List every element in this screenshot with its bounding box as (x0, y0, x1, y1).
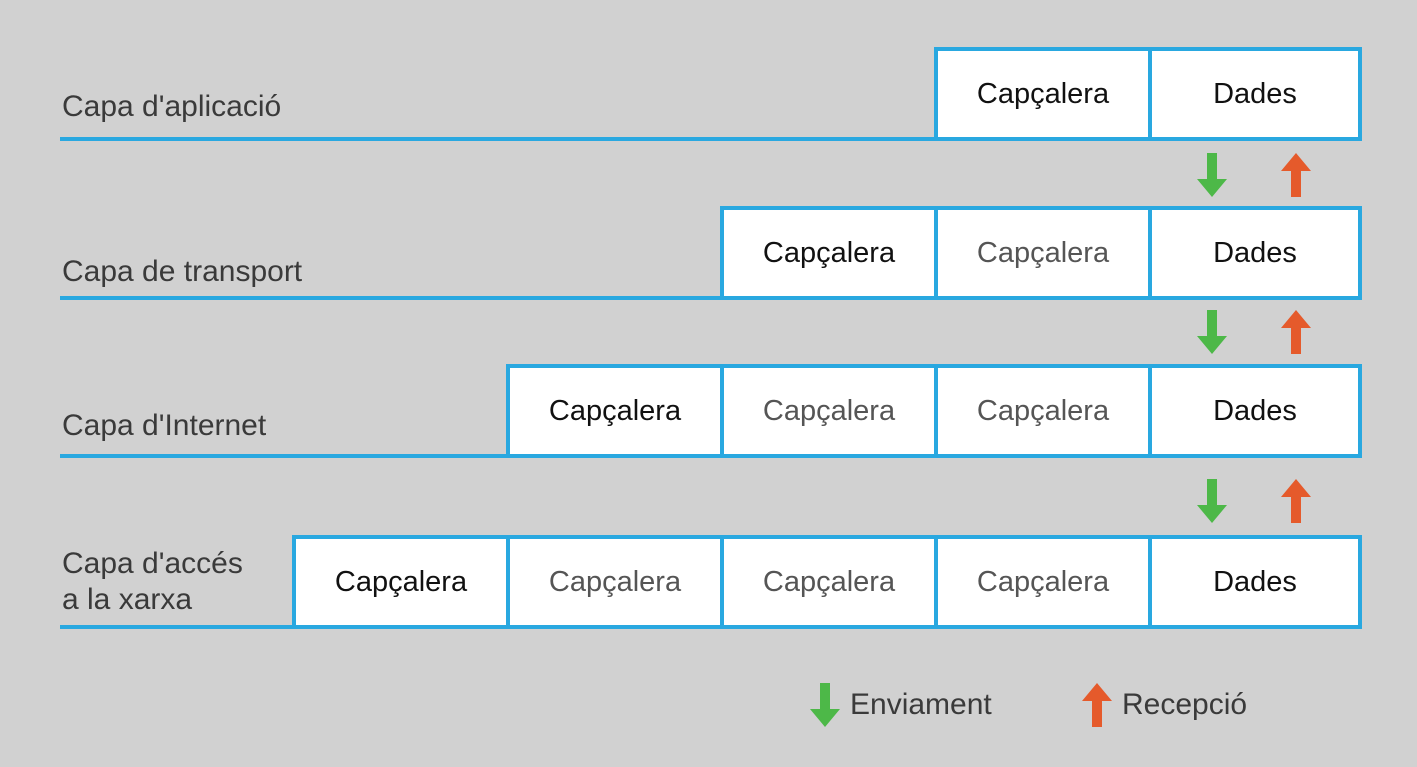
data-cell: Dades (1148, 535, 1362, 629)
header-cell: Capçalera (934, 364, 1152, 458)
legend-send-label: Enviament (850, 688, 992, 721)
header-cell: Capçalera (720, 535, 938, 629)
header-cell: Capçalera (934, 535, 1152, 629)
arrow-down-icon (1197, 479, 1227, 523)
header-cell: Capçalera (934, 47, 1152, 141)
legend-send: Enviament (810, 683, 992, 727)
arrow-down-icon (810, 683, 840, 727)
header-cell: Capçalera (720, 364, 938, 458)
legend-receive-label: Recepció (1122, 688, 1248, 721)
layer-label: Capa de transport (62, 255, 303, 288)
arrow-down-icon (1197, 153, 1227, 197)
data-cell: Dades (1148, 47, 1362, 141)
header-cell: Capçalera (506, 364, 724, 458)
arrow-up-icon (1082, 683, 1112, 727)
layer-label: Capa d'Internet (62, 409, 267, 442)
arrow-down-icon (1197, 310, 1227, 354)
layer-label: Capa d'accés a la xarxa (62, 547, 243, 616)
layer-baseline (60, 137, 938, 141)
layer-label: Capa d'aplicació (62, 90, 282, 123)
header-cell: Capçalera (934, 206, 1152, 300)
arrow-up-icon (1281, 310, 1311, 354)
arrow-up-icon (1281, 479, 1311, 523)
header-cell: Capçalera (506, 535, 724, 629)
data-cell: Dades (1148, 206, 1362, 300)
header-cell: Capçalera (720, 206, 938, 300)
layer-baseline (60, 625, 296, 629)
header-cell: Capçalera (292, 535, 510, 629)
layer-baseline (60, 454, 510, 458)
data-cell: Dades (1148, 364, 1362, 458)
layer-baseline (60, 296, 724, 300)
legend-receive: Recepció (1082, 683, 1247, 727)
arrow-up-icon (1281, 153, 1311, 197)
